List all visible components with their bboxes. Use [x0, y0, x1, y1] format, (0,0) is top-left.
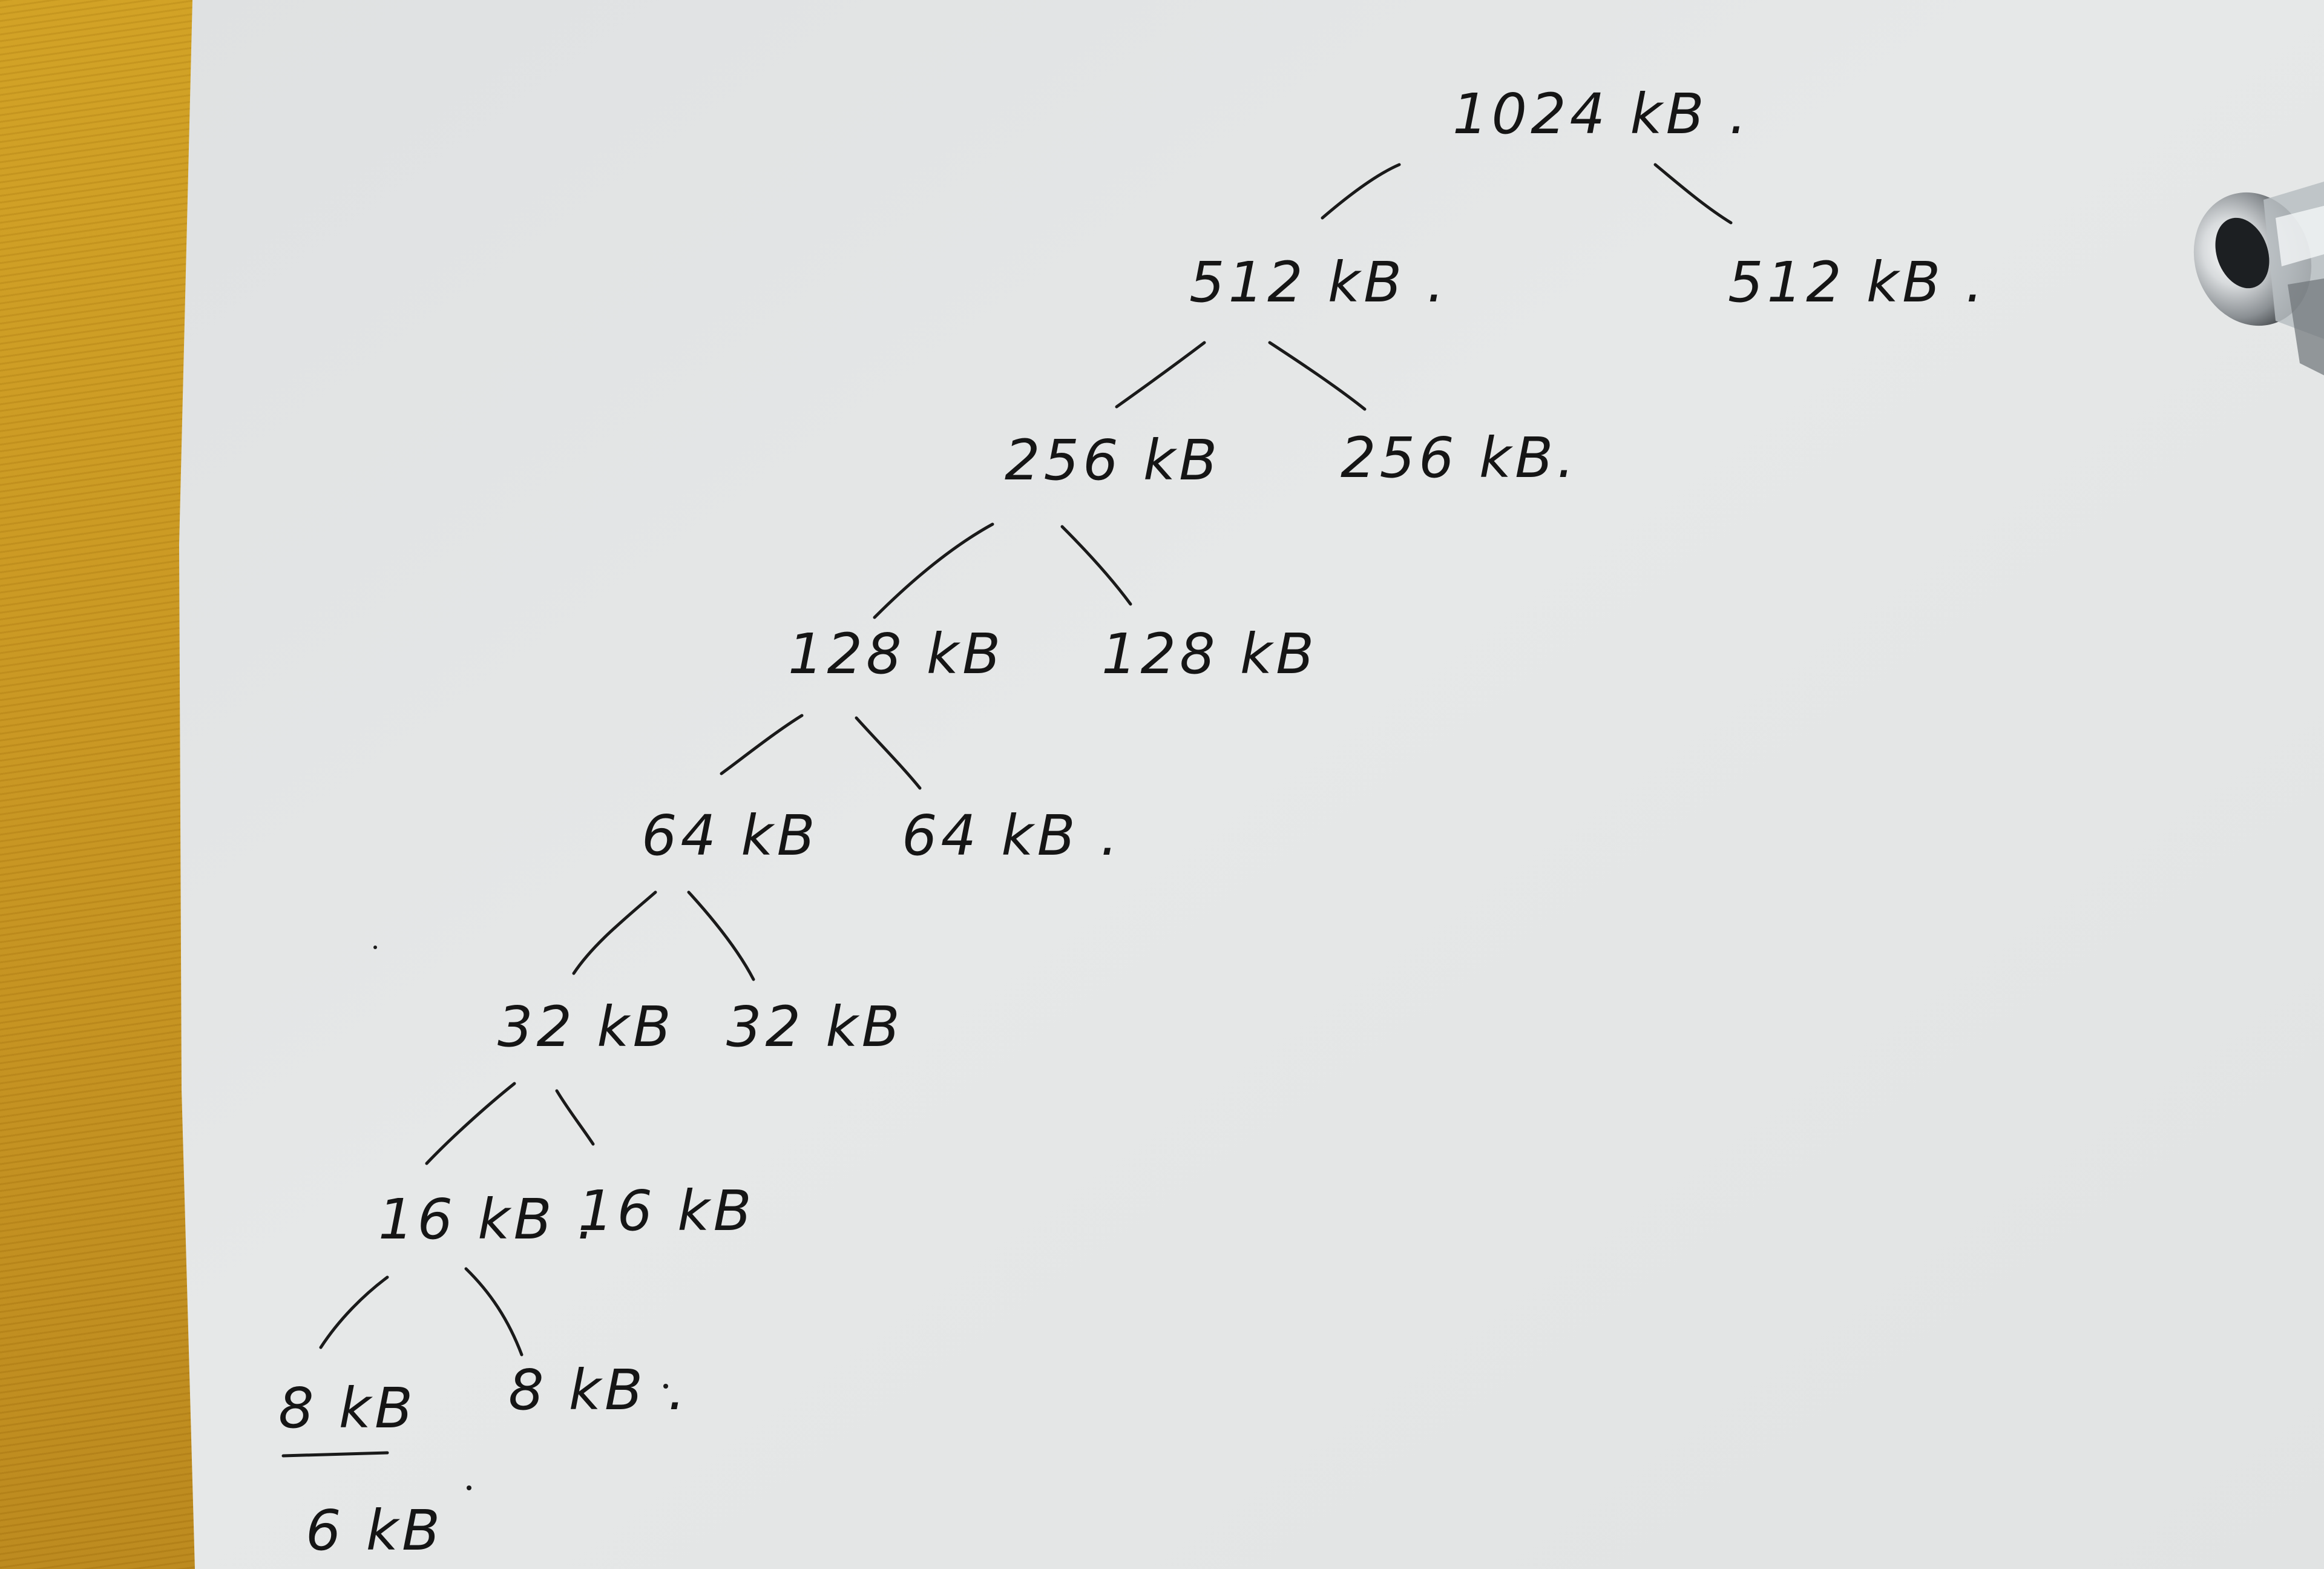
node-l4-right: 64 kB . — [902, 803, 1121, 868]
node-remainder: 6 kB — [306, 1498, 444, 1563]
paper-surface — [179, 0, 2324, 1569]
tree-edges — [319, 163, 1733, 1357]
node-l6-right: 16 kB — [578, 1179, 755, 1243]
node-l7-left: 8 kB — [278, 1376, 416, 1441]
node-l5-left: 32 kB — [497, 995, 675, 1059]
node-l2-right: 256 kB. — [1341, 426, 1578, 490]
node-l6-left: 16 kB . — [378, 1187, 598, 1252]
stray-ink-dot — [663, 1384, 668, 1389]
edge-16-left — [319, 1275, 389, 1349]
node-l4-left: 64 kB — [642, 803, 819, 868]
edge-128-left — [720, 714, 804, 775]
node-l2-left: 256 kB — [1005, 428, 1221, 493]
node-l1-left: 512 kB . — [1189, 250, 1448, 315]
edge-512-right — [1268, 341, 1367, 411]
node-l3-left: 128 kB — [788, 622, 1004, 686]
edge-root-right — [1653, 163, 1733, 225]
stray-ink-dot — [467, 1485, 471, 1490]
edge-64-right — [687, 890, 755, 981]
edge-128-right — [855, 716, 922, 790]
node-l5-right: 32 kB — [726, 995, 904, 1059]
edge-32-right — [555, 1089, 595, 1146]
pen-cap-image — [2193, 182, 2324, 375]
edge-root-left — [1321, 163, 1401, 220]
edge-16-right — [464, 1267, 524, 1357]
node-l3-right: 128 kB — [1101, 622, 1318, 686]
tree-nodes: 1024 kB . 512 kB . 512 kB . 256 kB 256 k… — [278, 82, 1987, 1563]
edge-256-left — [873, 522, 994, 619]
edge-256-right — [1060, 525, 1132, 606]
stray-ink-dot — [373, 946, 377, 949]
node-l1-right: 512 kB . — [1728, 250, 1987, 315]
edge-64-left — [572, 890, 657, 975]
edge-32-left — [425, 1082, 516, 1165]
remainder-divider-line — [281, 1451, 389, 1458]
edge-512-left — [1115, 341, 1206, 409]
node-l7-right: 8 kB . — [508, 1358, 689, 1423]
node-root: 1024 kB . — [1452, 82, 1750, 146]
